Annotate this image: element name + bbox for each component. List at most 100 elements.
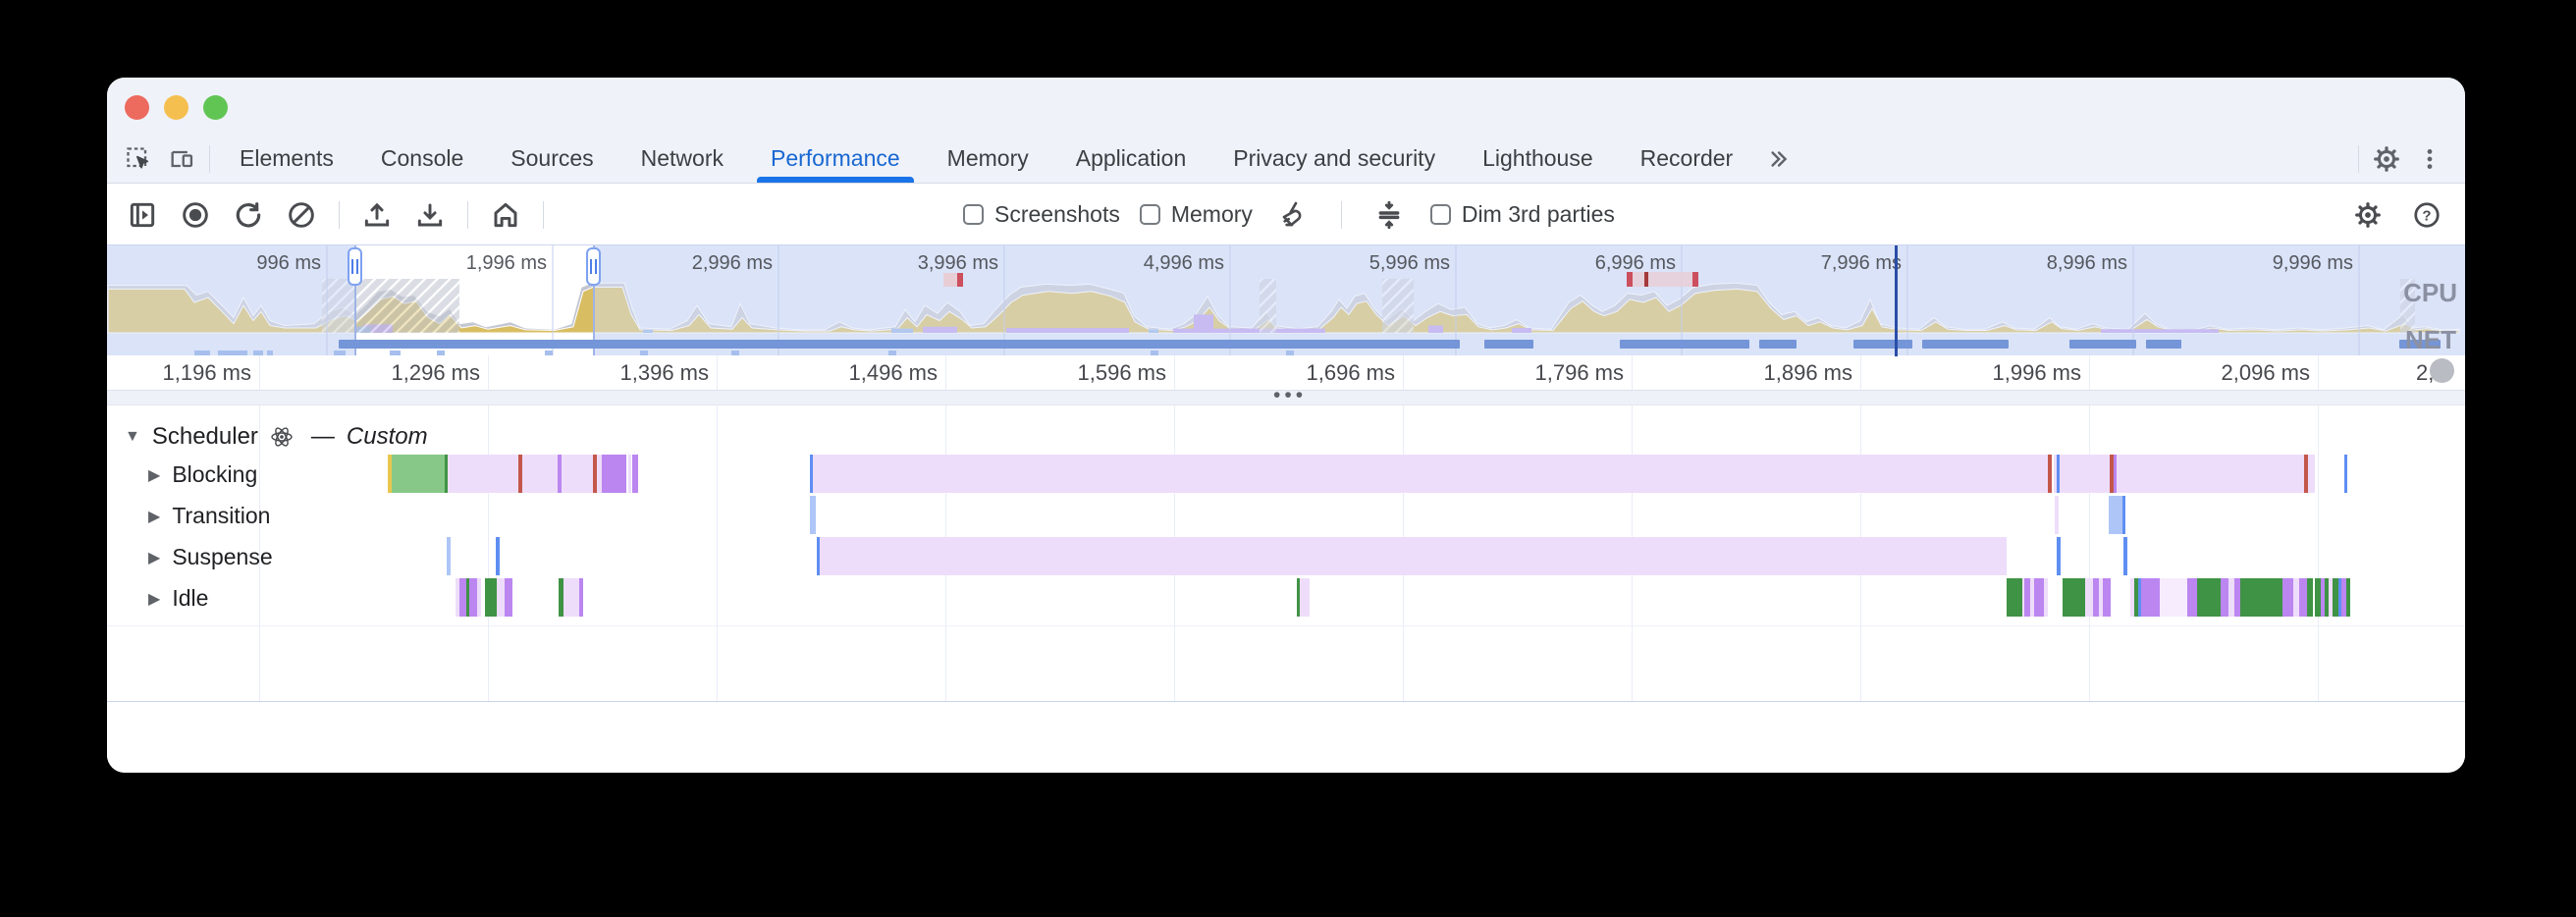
- toggle-sidebar-icon[interactable]: [121, 193, 164, 237]
- timeline-bar-purple[interactable]: [2187, 578, 2197, 617]
- timeline-bar-lav[interactable]: [2030, 578, 2034, 617]
- zoom-window-button[interactable]: [203, 95, 228, 120]
- timeline-bar-lav[interactable]: [448, 455, 518, 493]
- timeline-bar-blue[interactable]: [810, 455, 813, 493]
- tab-console[interactable]: Console: [380, 145, 464, 171]
- timeline-bar-purple[interactable]: [2024, 578, 2030, 617]
- timeline-bar-greendark[interactable]: [2325, 578, 2329, 617]
- timeline-bar-greendark[interactable]: [2307, 578, 2313, 617]
- timeline-bar-lav[interactable]: [820, 537, 2007, 575]
- timeline-bar-blue[interactable]: [496, 537, 500, 575]
- timeline-bar-purple[interactable]: [2036, 578, 2044, 617]
- timeline-bar-yellow[interactable]: [388, 455, 392, 493]
- save-profile-icon[interactable]: [408, 193, 452, 237]
- timeline-bar-lav[interactable]: [497, 578, 505, 617]
- timeline-bar-blue[interactable]: [2122, 496, 2125, 534]
- timeline-bar-greendark[interactable]: [1297, 578, 1300, 617]
- timeline-bar-lav[interactable]: [2055, 496, 2059, 534]
- screenshots-checkbox[interactable]: [963, 204, 984, 225]
- timeline-bar-lav[interactable]: [2060, 455, 2110, 493]
- timeline-bar-lav[interactable]: [2329, 578, 2333, 617]
- timeline-bar-lavpale[interactable]: [2160, 578, 2187, 617]
- more-tabs-button[interactable]: [1756, 137, 1799, 181]
- selection-left-handle[interactable]: [348, 247, 362, 286]
- timeline-bar-red[interactable]: [2048, 455, 2052, 493]
- timeline-bar-greendark[interactable]: [2346, 578, 2350, 617]
- track-row-transition[interactable]: ▶Transition: [148, 503, 270, 529]
- timeline-bar-purple[interactable]: [2282, 578, 2293, 617]
- timeline-bar-purple[interactable]: [632, 455, 638, 493]
- record-button[interactable]: [174, 193, 217, 237]
- timeline-bar-lav[interactable]: [2099, 578, 2103, 617]
- tab-performance[interactable]: Performance: [747, 135, 924, 183]
- timeline-bar-blue[interactable]: [817, 537, 820, 575]
- timeline-bar-purple[interactable]: [2103, 578, 2111, 617]
- timeline-bar-green[interactable]: [392, 455, 445, 493]
- capture-settings-gear-icon[interactable]: [2346, 193, 2389, 237]
- tab-sources[interactable]: Sources: [510, 145, 594, 171]
- timeline-bar-purple[interactable]: [2221, 578, 2228, 617]
- dim-3rd-parties-toggle[interactable]: Dim 3rd parties: [1429, 201, 1615, 228]
- vertical-scrollbar-thumb[interactable]: [2430, 358, 2454, 383]
- timeline-bar-purple[interactable]: [602, 455, 626, 493]
- timeline-bar-greendark[interactable]: [2063, 578, 2085, 617]
- playhead-marker[interactable]: [1895, 245, 1898, 356]
- settings-gear-icon[interactable]: [2365, 137, 2408, 181]
- timeline-bar-purple[interactable]: [2234, 578, 2240, 617]
- timeline-bar-lav[interactable]: [628, 455, 631, 493]
- expand-triangle-icon[interactable]: ▶: [148, 508, 161, 525]
- timeline-bar-lav[interactable]: [477, 578, 481, 617]
- selection-right-handle[interactable]: [586, 247, 601, 286]
- timeline-bar-blue[interactable]: [2057, 537, 2061, 575]
- timeline-bar-greendark[interactable]: [2007, 578, 2022, 617]
- timeline-bar-red[interactable]: [2304, 455, 2308, 493]
- timeline-bar-lav[interactable]: [2085, 578, 2093, 617]
- timeline-bar-lav[interactable]: [562, 455, 593, 493]
- timeline-bar-lav[interactable]: [2044, 578, 2048, 617]
- timeline-bar-greendark[interactable]: [2315, 578, 2321, 617]
- timeline-bar-lav[interactable]: [597, 455, 602, 493]
- timeline-bar-red[interactable]: [593, 455, 597, 493]
- dim-3rd-parties-checkbox[interactable]: [1429, 204, 1451, 225]
- timeline-bar-purple[interactable]: [2034, 578, 2036, 617]
- timeline-bar-purple[interactable]: [558, 455, 562, 493]
- track-row-idle[interactable]: ▶Idle: [148, 585, 208, 612]
- customize-menu-icon[interactable]: [2408, 137, 2451, 181]
- collapse-triangle-icon[interactable]: ▼: [125, 428, 140, 445]
- screenshots-toggle[interactable]: Screenshots: [963, 201, 1120, 228]
- timeline-bar-lav[interactable]: [2117, 455, 2304, 493]
- timeline-bar-bluelight[interactable]: [810, 496, 816, 534]
- timeline-bar-lav[interactable]: [2054, 455, 2057, 493]
- timeline-bar-blue[interactable]: [2138, 578, 2141, 617]
- timeline-bar-purple[interactable]: [579, 578, 583, 617]
- timeline-bar-bluelight[interactable]: [447, 537, 451, 575]
- timeline-bar-purple[interactable]: [2299, 578, 2307, 617]
- tab-memory[interactable]: Memory: [946, 145, 1029, 171]
- timeline-bar-red[interactable]: [518, 455, 522, 493]
- tab-lighthouse[interactable]: Lighthouse: [1482, 145, 1593, 171]
- memory-toggle[interactable]: Memory: [1139, 201, 1253, 228]
- help-icon[interactable]: ?: [2405, 193, 2448, 237]
- timeline-bar-greendark[interactable]: [2333, 578, 2338, 617]
- inspect-element-icon[interactable]: [117, 137, 160, 181]
- track-header-scheduler[interactable]: ▼ Scheduler — Custom: [125, 423, 428, 451]
- timeline-bar-greendark[interactable]: [485, 578, 497, 617]
- timeline-bar-purple[interactable]: [459, 578, 466, 617]
- minimize-window-button[interactable]: [164, 95, 188, 120]
- timeline-bar-purple[interactable]: [469, 578, 477, 617]
- timeline-bar-lav[interactable]: [2308, 455, 2315, 493]
- timeline-bar-bluelight[interactable]: [2109, 496, 2122, 534]
- memory-checkbox[interactable]: [1139, 204, 1160, 225]
- tab-network[interactable]: Network: [640, 145, 724, 171]
- timeline-bar-purple[interactable]: [2141, 578, 2160, 617]
- clear-recording-icon[interactable]: [280, 193, 323, 237]
- record-and-reload-button[interactable]: [227, 193, 270, 237]
- timeline-bar-greendark[interactable]: [466, 578, 469, 617]
- track-row-suspense[interactable]: ▶Suspense: [148, 544, 273, 570]
- timeline-bar-lav[interactable]: [2022, 578, 2024, 617]
- collapse-tracks-icon[interactable]: [1368, 193, 1411, 237]
- collect-garbage-icon[interactable]: [1272, 193, 1315, 237]
- timeline-bar-greendark[interactable]: [2240, 578, 2282, 617]
- titlebar[interactable]: [107, 78, 2465, 135]
